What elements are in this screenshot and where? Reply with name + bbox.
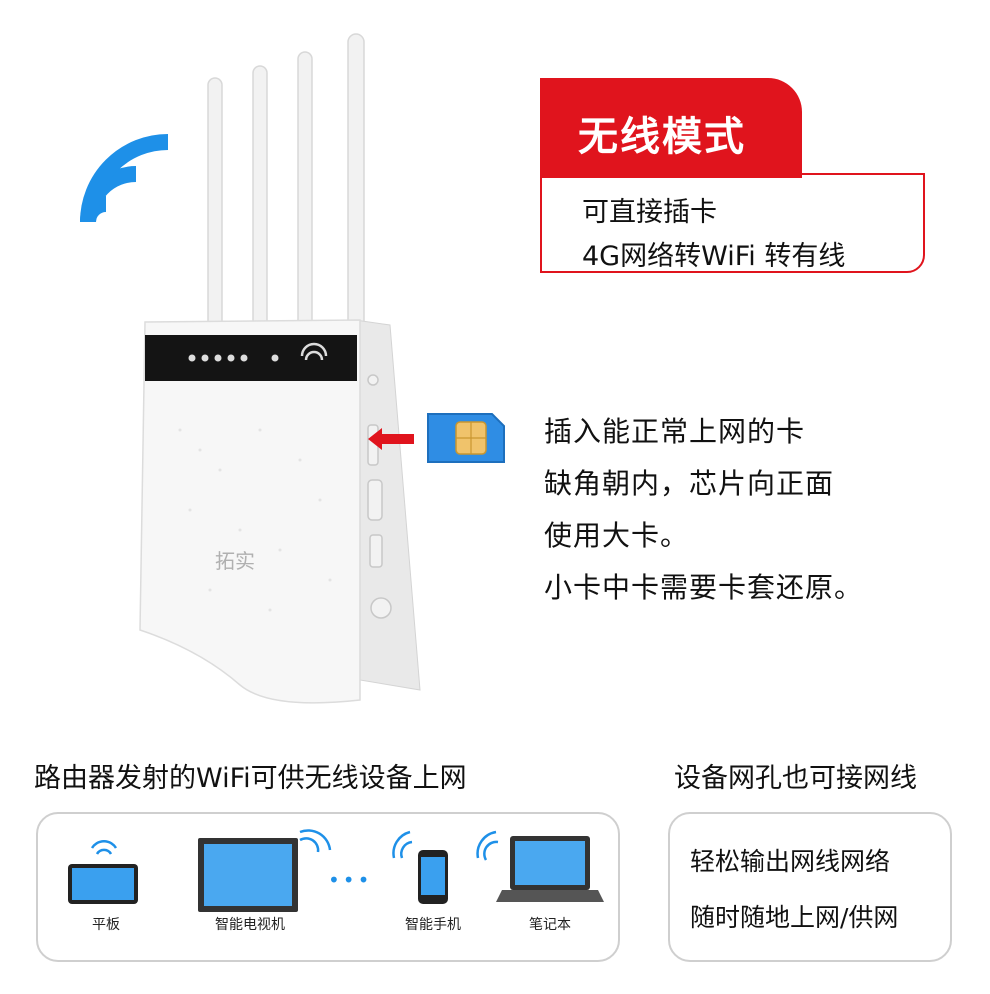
- wireless-mode-card: 无线模式 可直接插卡 4G网络转WiFi 转有线: [540, 78, 930, 278]
- router-wifi-icon: [300, 342, 328, 361]
- device-label-phone: 智能手机: [405, 917, 461, 933]
- tablet-icon: [68, 839, 138, 904]
- card-line-1: 可直接插卡: [582, 197, 717, 228]
- device-label-tablet: 平板: [92, 917, 120, 933]
- card-line-2: 4G网络转WiFi 转有线: [582, 241, 846, 272]
- sim-instruction-2: 缺角朝内，芯片向正面: [544, 467, 835, 500]
- insert-arrow-icon: [368, 428, 414, 450]
- tv-icon: [198, 829, 332, 912]
- lan-line-1: 轻松输出网线网络: [690, 847, 891, 876]
- phone-icon: [392, 830, 448, 904]
- wifi-devices-heading: 路由器发射的WiFi可供无线设备上网: [34, 763, 467, 794]
- wifi-signal-icon: [80, 134, 169, 223]
- sim-instruction-3: 使用大卡。: [544, 519, 690, 552]
- lan-heading: 设备网孔也可接网线: [674, 763, 917, 794]
- ellipsis: •••: [328, 868, 373, 892]
- wifi-devices-panel: [36, 812, 620, 962]
- sim-instruction-4: 小卡中卡需要卡套还原。: [544, 571, 864, 604]
- router-illustration: [139, 33, 421, 704]
- device-label-laptop: 笔记本: [529, 917, 571, 933]
- sim-instruction-1: 插入能正常上网的卡: [544, 415, 806, 448]
- router-brand-label: 拓实: [215, 549, 255, 573]
- antennas: [207, 33, 365, 335]
- lan-line-2: 随时随地上网/供网: [690, 903, 899, 932]
- card-header: [540, 78, 802, 178]
- laptop-icon: [476, 830, 604, 902]
- device-label-tv: 智能电视机: [215, 917, 285, 933]
- sim-card-icon: [427, 413, 505, 463]
- card-title: 无线模式: [578, 114, 746, 160]
- lan-panel: [668, 812, 952, 962]
